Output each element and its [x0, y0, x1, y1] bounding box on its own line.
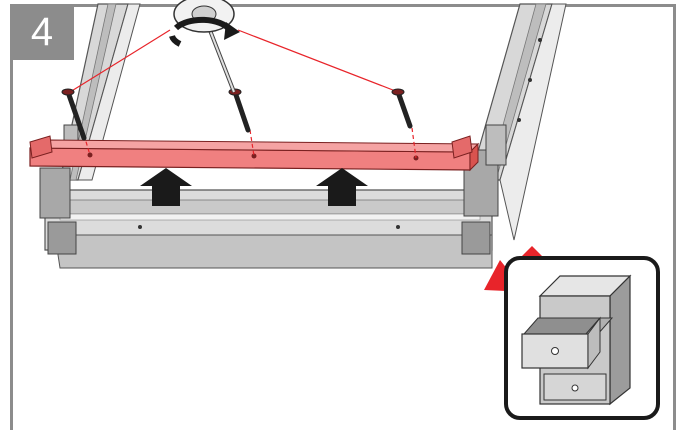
arrow-up-icon: [316, 168, 368, 206]
arrow-up-icon: [140, 168, 192, 206]
screwdriver-icon: [173, 0, 236, 93]
screw-icon: [391, 88, 413, 129]
step-number-badge: 4: [10, 4, 74, 60]
screw-icon: [61, 88, 87, 141]
highlighted-bar-part: [29, 135, 480, 172]
leader-lines: [69, 29, 399, 93]
cabinet-drawer-icon: [521, 274, 632, 406]
bottom-frame-profile: [39, 124, 507, 269]
screw-icon: [228, 88, 251, 133]
rotate-clockwise-icon: [169, 16, 240, 47]
illustration-frame: [10, 4, 676, 430]
